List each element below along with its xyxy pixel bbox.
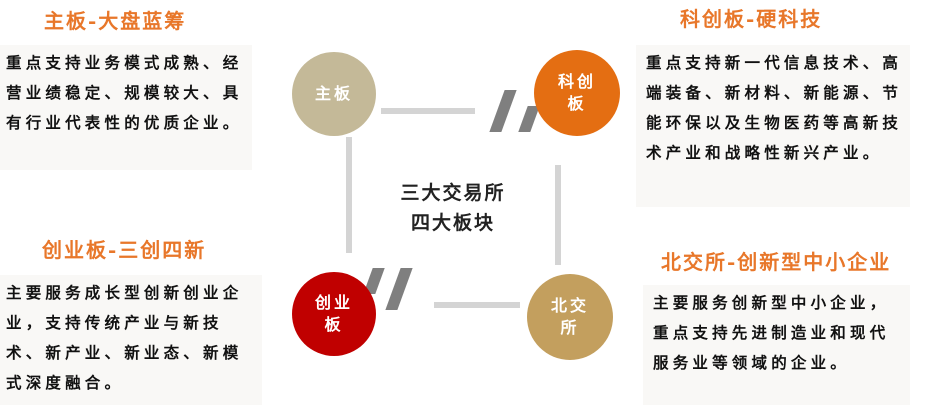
chinext-description: 主要服务成长型创新创业企业，支持传统产业与新技术、新产业、新业态、新模式深度融合…: [0, 275, 262, 405]
slash-decoration-bottom-2: [385, 268, 413, 310]
main-board-circle-label: 主板: [314, 84, 353, 103]
center-label-line1: 三大交易所: [400, 182, 506, 204]
star-market-description: 重点支持新一代信息技术、高端装备、新材料、新能源、节能环保以及生物医药等高新技术…: [636, 45, 910, 207]
chinext-title: 创业板-三创四新: [42, 238, 207, 262]
chinext-circle-label: 创业板: [314, 293, 353, 334]
connector-top: [381, 108, 475, 114]
main-board-description: 重点支持业务模式成熟、经营业绩稳定、规模较大、具有行业代表性的优质企业。: [0, 45, 252, 170]
main-board-title: 主板-大盘蓝筹: [44, 9, 187, 33]
bse-circle-label: 北交所: [550, 296, 589, 337]
bse-title: 北交所-创新型中小企业: [661, 250, 892, 274]
star-market-circle-label: 科创板: [557, 72, 596, 113]
center-label: 三大交易所 四大板块: [378, 178, 528, 238]
connector-bottom: [434, 302, 520, 308]
connector-left: [346, 137, 352, 253]
bse-description: 主要服务创新型中小企业，重点支持先进制造业和现代服务业等领域的企业。: [643, 285, 910, 405]
center-label-line2: 四大板块: [410, 212, 495, 234]
main-board-circle: 主板: [292, 52, 376, 136]
bse-circle: 北交所: [527, 274, 613, 360]
slash-decoration-top-1: [489, 90, 517, 132]
star-market-circle: 科创板: [534, 50, 620, 136]
connector-right: [555, 165, 561, 265]
star-market-title: 科创板-硬科技: [680, 7, 823, 31]
chinext-circle: 创业板: [292, 272, 376, 356]
